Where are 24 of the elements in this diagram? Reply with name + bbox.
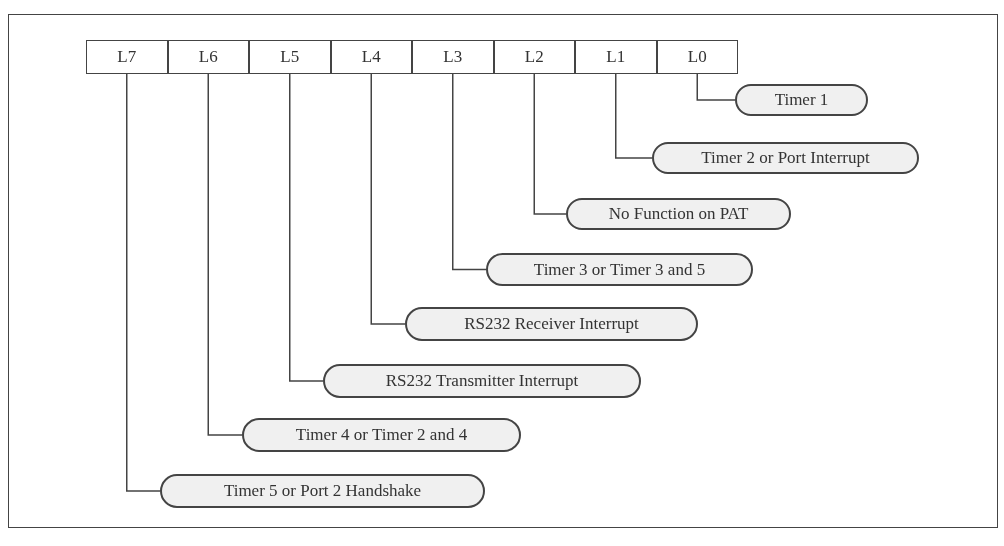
connector-line	[615, 73, 653, 159]
function-label-box: RS232 Receiver Interrupt	[405, 307, 698, 341]
register-bit-box: L3	[412, 40, 494, 74]
connector-line	[126, 73, 161, 492]
register-bit-box: L4	[330, 40, 412, 74]
connector-line	[696, 73, 736, 101]
connector-line	[207, 73, 243, 436]
register-bit-box: L0	[656, 40, 738, 74]
function-label-box: No Function on PAT	[566, 198, 791, 230]
connector-line	[289, 73, 324, 382]
function-label-box: Timer 4 or Timer 2 and 4	[242, 418, 521, 452]
function-label-box: Timer 3 or Timer 3 and 5	[486, 253, 753, 286]
connector-line	[452, 73, 487, 271]
register-bit-box: L1	[575, 40, 657, 74]
register-bit-box: L5	[249, 40, 331, 74]
connector-line	[533, 73, 567, 215]
register-bit-box: L6	[167, 40, 249, 74]
function-label-box: Timer 2 or Port Interrupt	[652, 142, 919, 174]
connector-line	[370, 73, 406, 325]
function-label-box: RS232 Transmitter Interrupt	[323, 364, 641, 398]
function-label-box: Timer 5 or Port 2 Handshake	[160, 474, 485, 508]
function-label-box: Timer 1	[735, 84, 868, 116]
register-bit-box: L2	[493, 40, 575, 74]
register-bit-box: L7	[86, 40, 168, 74]
